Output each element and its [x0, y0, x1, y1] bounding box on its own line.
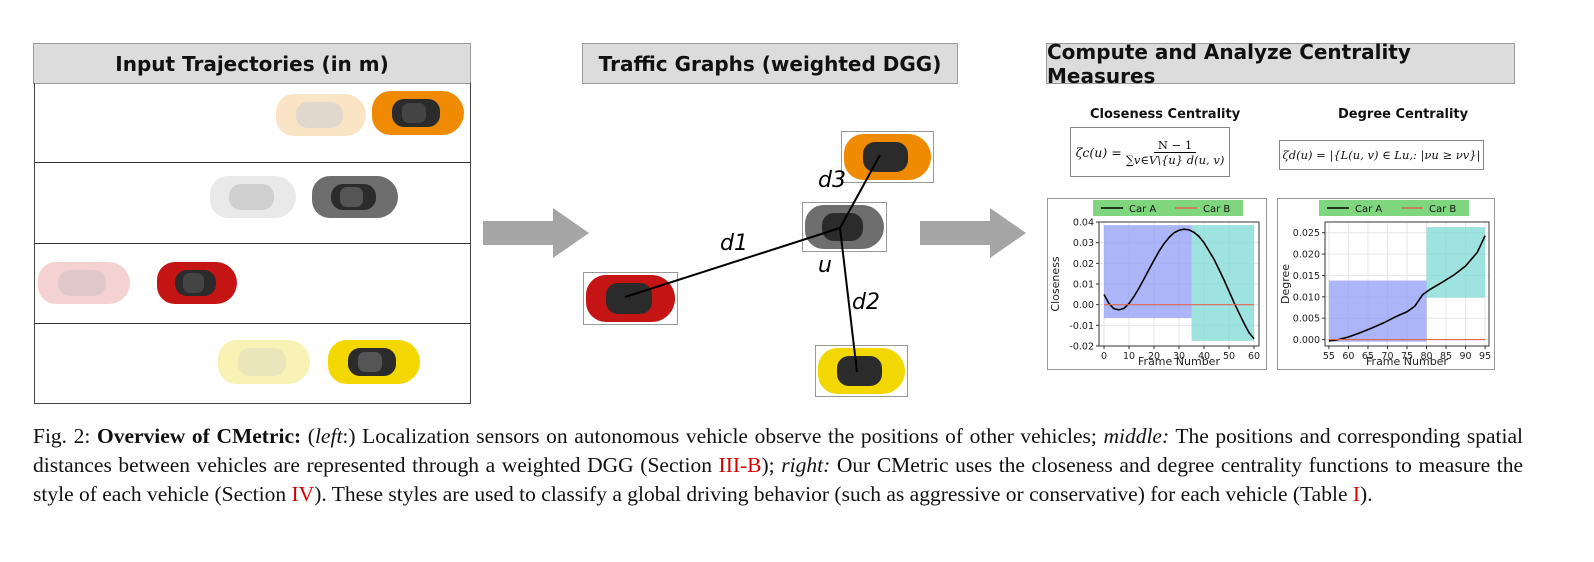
y-axis-label: Closeness [1049, 256, 1062, 311]
x-tick-label: 75 [1401, 351, 1413, 362]
caption-prefix: Fig. 2: [33, 424, 97, 448]
input-trajectories-title: Input Trajectories (in m) [33, 43, 471, 84]
y-tick-label: 0.005 [1293, 314, 1320, 325]
y-tick-label: 0.025 [1293, 228, 1320, 239]
orange-car [372, 91, 464, 135]
degree-chart: 55 60 65 70 75 80 85 90 95 0.000 0.005 0.010 0.015 0.… [1277, 198, 1495, 370]
figure-caption: Fig. 2: Overview of CMetric: (left:) Loc… [33, 424, 1523, 506]
edge-d3 [839, 154, 881, 229]
edge-label-d2: d2 [852, 290, 880, 315]
edge-d2 [839, 227, 858, 373]
x-axis-label: Frame Number [1138, 355, 1220, 368]
y-tick-label: -0.02 [1069, 342, 1094, 353]
edge-d1 [624, 227, 841, 298]
node-label-u: u [818, 253, 832, 278]
red-car [586, 275, 675, 322]
yellow-car [328, 340, 420, 384]
y-tick-label: 0.015 [1293, 271, 1320, 282]
gray-node-box [802, 202, 887, 252]
closeness-formula-lhs: ζc(u) = [1075, 144, 1122, 160]
x-tick-label: 20 [1148, 351, 1160, 362]
yellow-node-box [815, 345, 908, 397]
legend-label-car-b: Car B [1429, 204, 1456, 215]
orange-node-box [841, 131, 934, 183]
right-arrow-icon [920, 208, 1026, 258]
red-node-box [583, 272, 678, 325]
lane-divider [35, 323, 470, 324]
closeness-formula: ζc(u) = N − 1 ∑v∈V\{u} d(u, v) [1070, 127, 1230, 177]
closeness-chart: 0 10 20 30 40 50 60 -0.02 -0.01 0.00 0.01 0.02 0.03 0… [1047, 198, 1267, 370]
y-tick-label: 0.010 [1293, 292, 1320, 303]
right-arrow-icon [483, 208, 589, 258]
gray-car-ghost [210, 176, 296, 218]
closeness-formula-numerator: N − 1 [1153, 138, 1197, 153]
legend [1093, 200, 1243, 216]
x-tick-label: 85 [1440, 351, 1452, 362]
section-ref-link[interactable]: III-B [718, 453, 762, 477]
red-car [157, 262, 237, 304]
yellow-car [818, 348, 905, 394]
y-tick-label: 0.020 [1293, 250, 1320, 261]
orange-car [844, 134, 931, 180]
gray-car [805, 205, 884, 249]
closeness-title: Closeness Centrality [1090, 107, 1241, 122]
degree-formula: ζd(u) = |{L(u, v) ∈ Lu,: |νu ≥ νv}| [1279, 140, 1484, 170]
degree-title: Degree Centrality [1338, 107, 1469, 122]
series-line-car-a [1328, 235, 1486, 342]
highlight-region-blue [1328, 280, 1427, 342]
red-car-ghost [38, 262, 130, 304]
y-tick-label: 0.01 [1073, 280, 1094, 291]
legend-label-car-a: Car A [1355, 204, 1382, 215]
lane-diagram [34, 83, 471, 404]
x-tick-label: 0 [1101, 351, 1107, 362]
x-tick-label: 70 [1381, 351, 1393, 362]
yellow-car-ghost [218, 340, 310, 384]
closeness-formula-denominator: ∑v∈V\{u} d(u, v) [1125, 152, 1225, 167]
legend-label-car-a: Car A [1129, 204, 1156, 215]
lane-divider [35, 243, 470, 244]
legend [1319, 200, 1469, 216]
y-tick-label: -0.01 [1069, 321, 1094, 332]
series-line-car-a [1103, 228, 1255, 340]
y-tick-label: 0.04 [1073, 218, 1094, 229]
y-tick-label: 0.00 [1073, 300, 1094, 311]
x-axis-label: Frame Number [1366, 355, 1448, 368]
x-tick-label: 50 [1223, 351, 1235, 362]
x-tick-label: 60 [1342, 351, 1354, 362]
legend-label-car-b: Car B [1203, 204, 1230, 215]
y-tick-label: 0.02 [1073, 259, 1094, 270]
x-tick-label: 95 [1479, 351, 1491, 362]
edge-label-d1: d1 [720, 231, 748, 256]
orange-car-ghost [276, 94, 366, 136]
traffic-graphs-title: Traffic Graphs (weighted DGG) [582, 43, 958, 84]
x-tick-label: 65 [1362, 351, 1374, 362]
edge-label-d3: d3 [818, 168, 846, 193]
x-tick-label: 90 [1460, 351, 1472, 362]
lane-divider [35, 162, 470, 163]
y-tick-label: 0.000 [1293, 335, 1320, 346]
x-tick-label: 10 [1123, 351, 1135, 362]
x-tick-label: 40 [1198, 351, 1210, 362]
x-tick-label: 30 [1173, 351, 1185, 362]
table-ref-link[interactable]: I [1352, 482, 1361, 506]
caption-bold: Overview of CMetric: [96, 424, 302, 448]
section-ref-link[interactable]: IV [291, 482, 315, 506]
x-tick-label: 55 [1323, 351, 1335, 362]
x-tick-label: 80 [1420, 351, 1432, 362]
gray-car [312, 176, 398, 218]
centrality-measures-title: Compute and Analyze Centrality Measures [1046, 40, 1515, 88]
y-axis-label: Degree [1279, 264, 1292, 304]
x-tick-label: 60 [1248, 351, 1260, 362]
y-tick-label: 0.03 [1073, 238, 1094, 249]
